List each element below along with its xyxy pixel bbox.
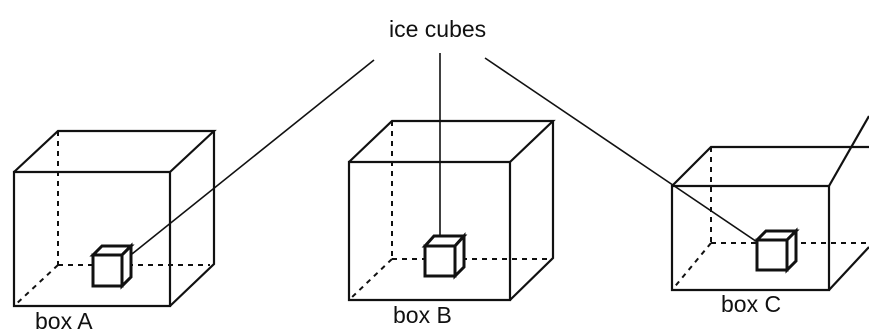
ice-cube-a	[89, 242, 135, 290]
ice-cube-b	[421, 232, 468, 280]
box-a	[12, 129, 217, 308]
box-c-label: box C	[721, 291, 781, 317]
ice-cube-c	[753, 227, 800, 274]
leader-line-c	[484, 57, 764, 247]
box-b-label: box B	[393, 302, 452, 328]
box-a-label: box A	[35, 308, 93, 334]
leader-line-a	[121, 59, 375, 263]
ice-cube-leader-lines	[121, 53, 764, 263]
ice-cubes-label: ice cubes	[389, 16, 486, 42]
box-c	[670, 115, 869, 292]
box-b	[347, 119, 556, 302]
